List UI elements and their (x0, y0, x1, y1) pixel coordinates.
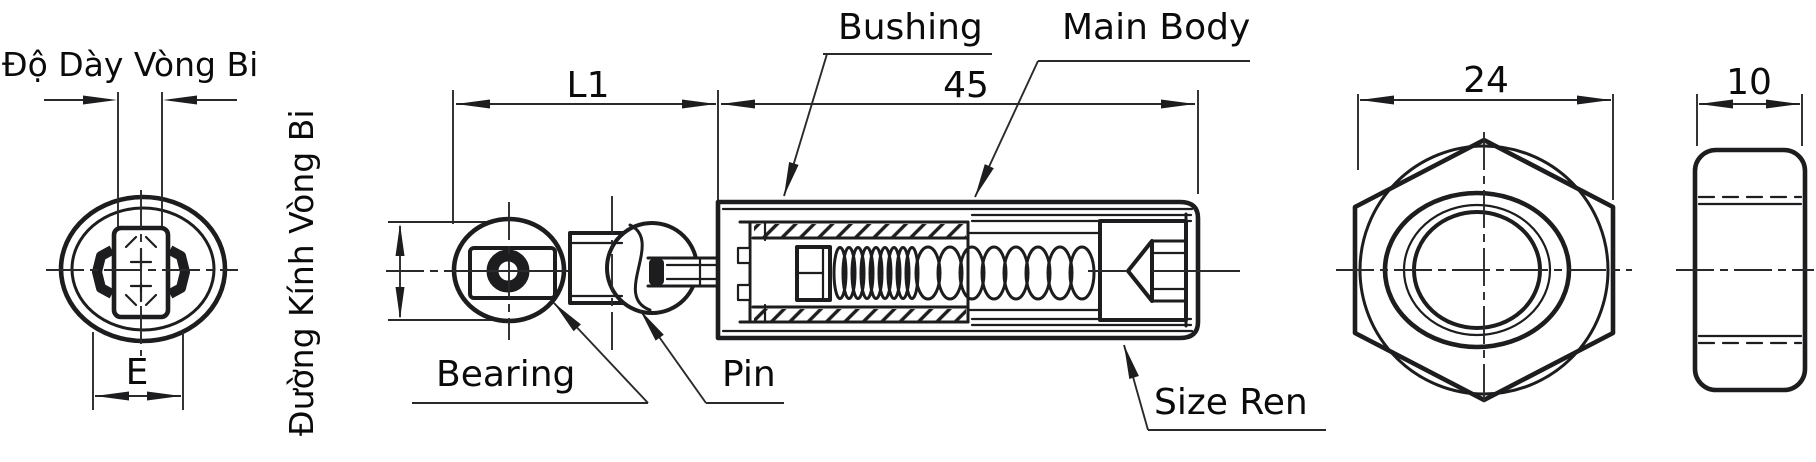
bearing-diameter-label: Đường Kính Vòng Bi (282, 109, 321, 436)
bearing-inner-ring (70, 206, 216, 332)
bearing-front-view: Độ Dày Vòng Bi E (2, 45, 258, 410)
main-body-label: Main Body (1062, 7, 1250, 48)
assembly-side-view: Đường Kính Vòng Bi L1 45 (282, 7, 1326, 436)
l1-dim-label: L1 (567, 65, 610, 106)
pin-head (649, 259, 664, 285)
bushing-hatch-bottom (754, 309, 966, 321)
body-length-dim-label: 45 (943, 65, 989, 106)
bushing-hatch-top (754, 224, 966, 237)
bearing-label: Bearing (436, 354, 575, 395)
bushing-label: Bushing (838, 7, 983, 48)
nut-side-view: 10 (1676, 62, 1814, 393)
spring (832, 245, 1096, 301)
hub-right-wedge (167, 245, 190, 299)
pin-label: Pin (722, 354, 776, 395)
e-dim-label: E (126, 352, 149, 393)
nut-thickness-dim-label: 10 (1726, 62, 1772, 103)
bearing-thickness-label: Độ Dày Vòng Bi (2, 45, 258, 84)
hub-left-wedge (92, 245, 115, 299)
clevis-seam (628, 223, 652, 312)
hex-width-dim-label: 24 (1463, 60, 1509, 101)
thread-size-label: Size Ren (1154, 382, 1308, 423)
nut-face-view: 24 (1336, 60, 1632, 408)
